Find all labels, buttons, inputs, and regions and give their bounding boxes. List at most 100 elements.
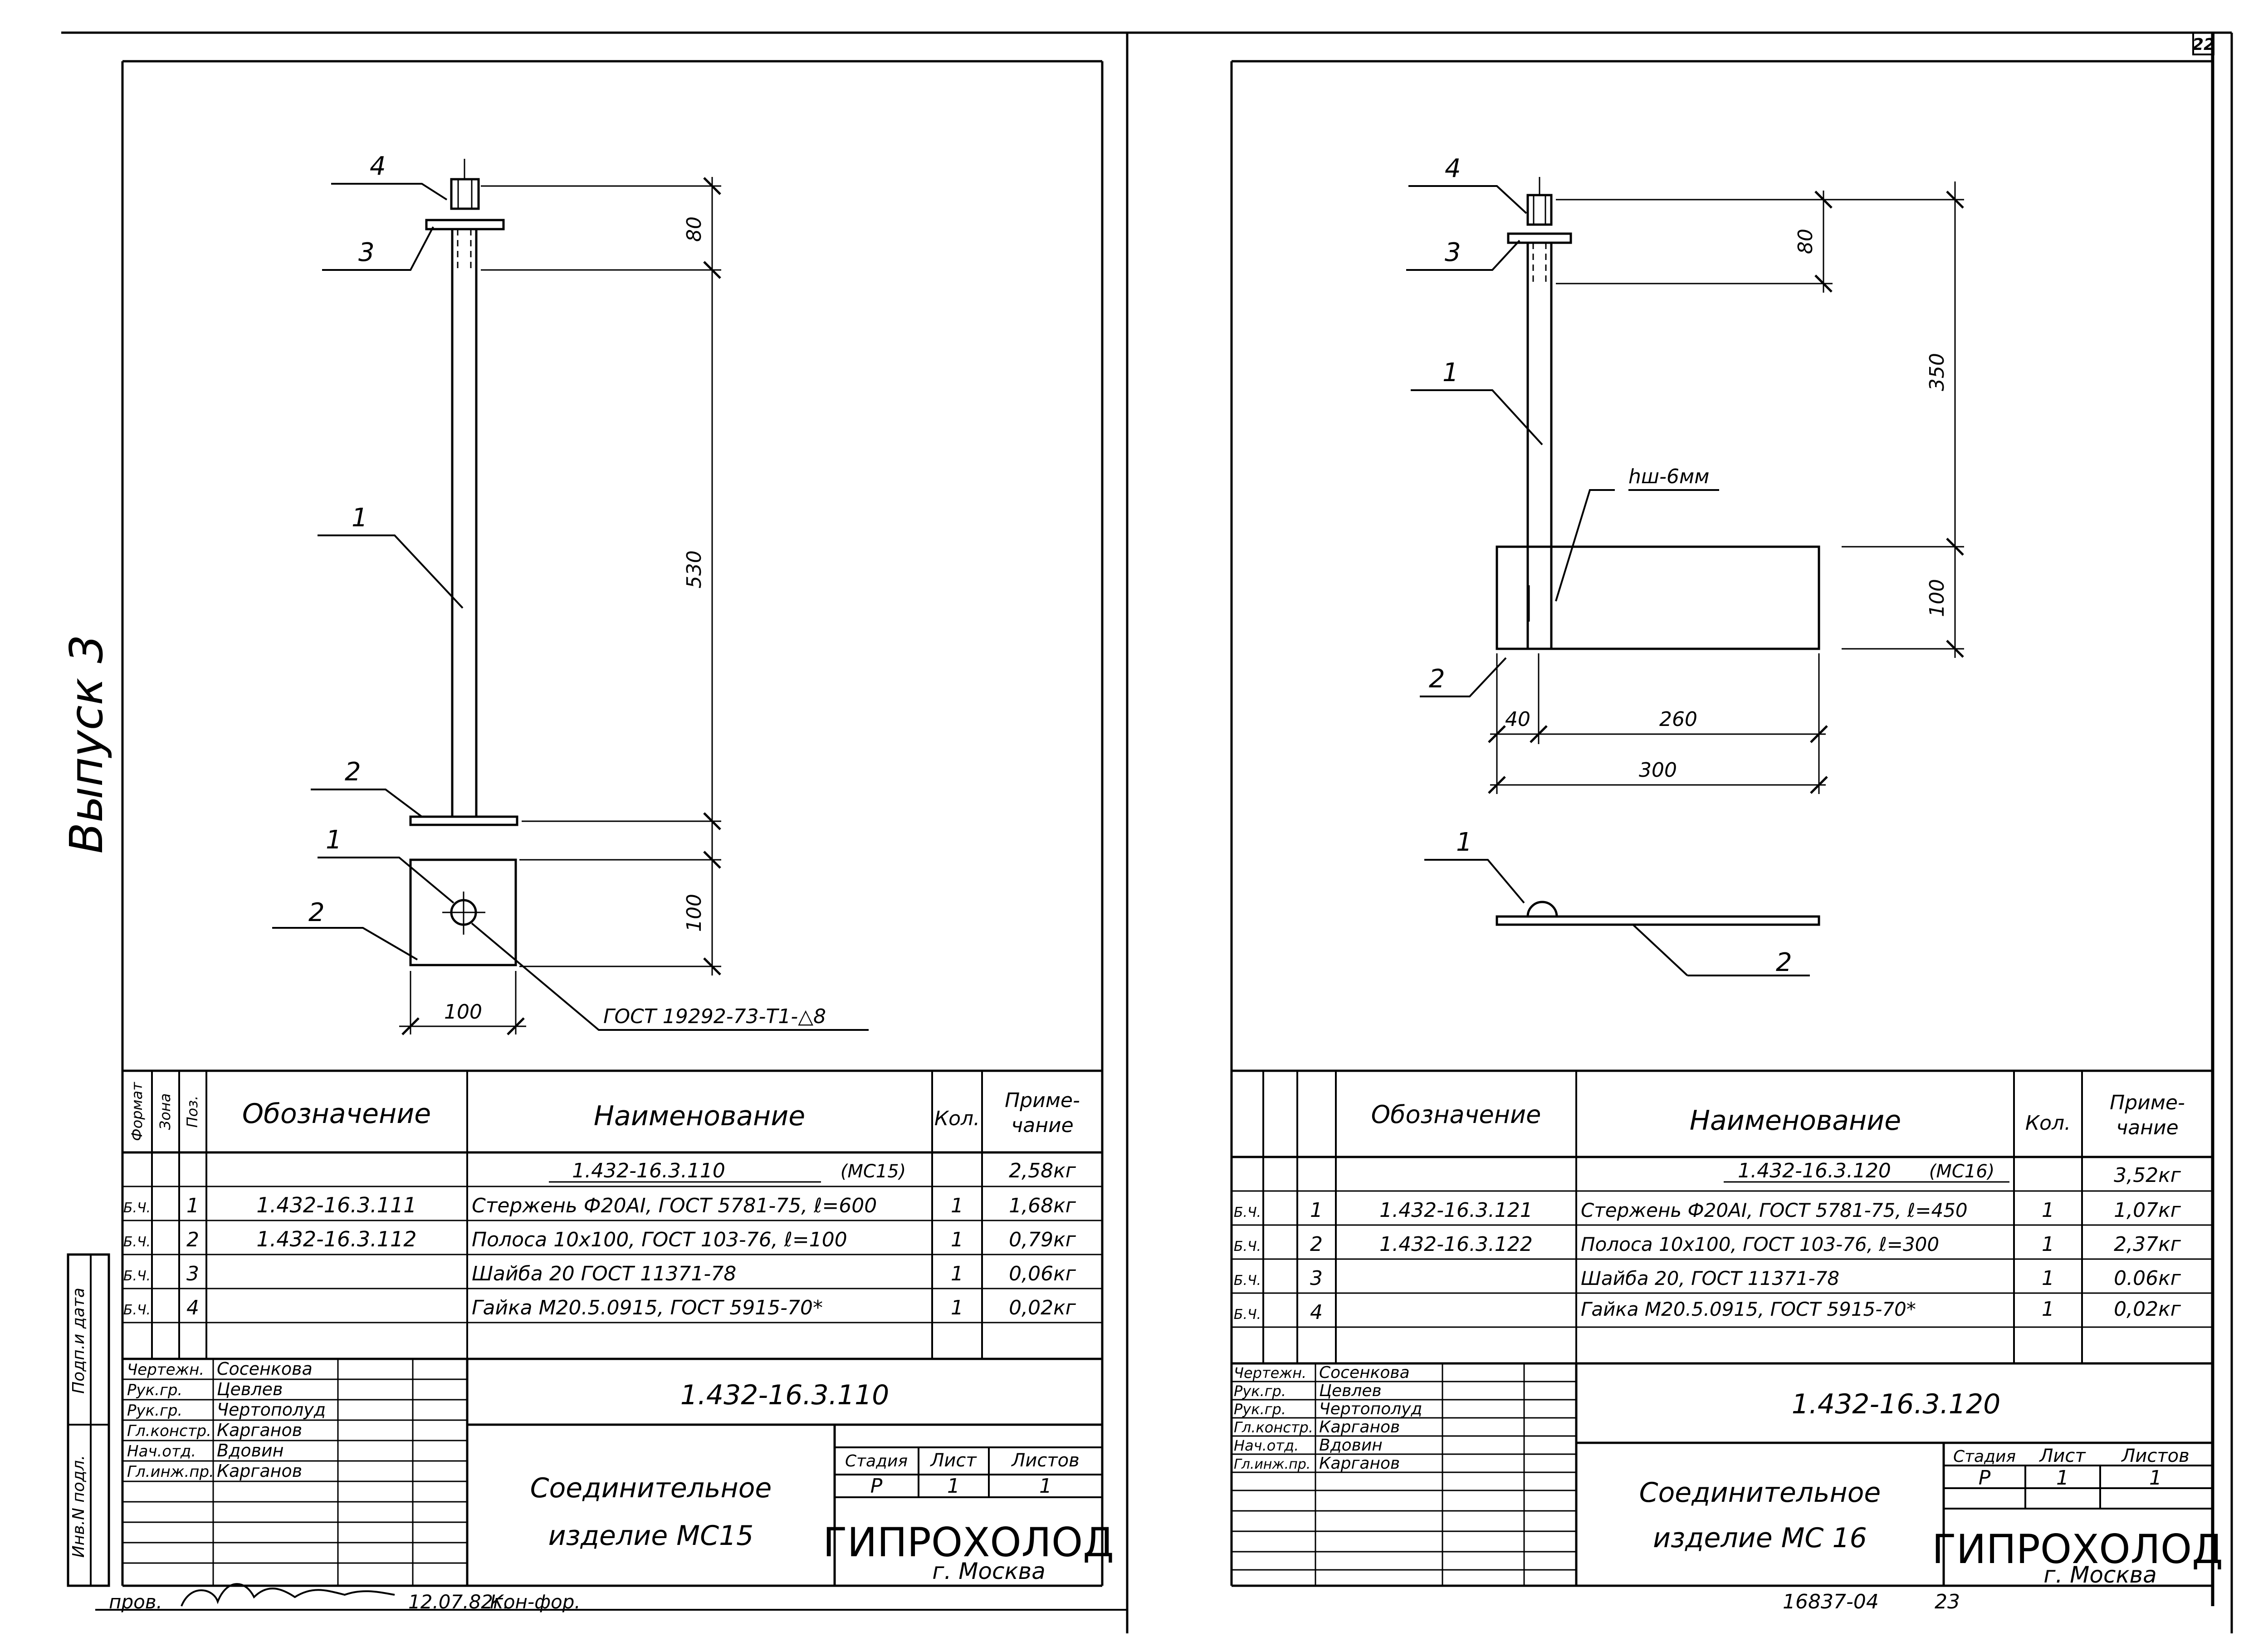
- sheets-header: Листов: [2121, 1446, 2189, 1466]
- svg-text:Карганов: Карганов: [1319, 1418, 1400, 1436]
- spec-header-ref: (МС15): [841, 1161, 906, 1182]
- spec-header-mass: 3,52кг: [2114, 1164, 2181, 1187]
- svg-text:4: 4: [1310, 1301, 1323, 1324]
- spec-row: Б.Ч. 2 1.432-16.3.112 Полоса 10x100, ГОС…: [123, 1227, 1076, 1251]
- city-name: г. Москва: [932, 1558, 1046, 1584]
- svg-text:1: 1: [2042, 1233, 2054, 1256]
- dim-offset: 40: [1505, 708, 1530, 731]
- spec-header-ref: (МС16): [1929, 1161, 1995, 1182]
- archive-number: 16837-04: [1783, 1590, 1879, 1613]
- svg-text:Гл.инж.пр.: Гл.инж.пр.: [1234, 1456, 1310, 1472]
- dim-remainder: 260: [1659, 708, 1697, 731]
- svg-text:1.432-16.3.112: 1.432-16.3.112: [256, 1227, 416, 1251]
- side-stamp-bottom-label: Инв.N подл.: [69, 1455, 88, 1558]
- svg-text:Цевлев: Цевлев: [1319, 1382, 1382, 1400]
- stage-value: Р: [870, 1475, 883, 1498]
- svg-text:Вдовин: Вдовин: [217, 1441, 284, 1461]
- spec-row: Б.Ч. 3 Шайба 20, ГОСТ 11371-78 1 0.06кг: [1234, 1267, 2181, 1290]
- svg-text:Полоса 10x100, ГОСТ 103-76, ℓ=: Полоса 10x100, ГОСТ 103-76, ℓ=300: [1581, 1233, 1939, 1255]
- label-pos-1: 1: [352, 503, 368, 533]
- svg-text:1: 1: [1310, 1199, 1323, 1222]
- dim-rod-length: 350: [1926, 353, 1949, 391]
- footer-prefix: пров.: [109, 1591, 162, 1613]
- sheet-header: Лист: [929, 1450, 977, 1471]
- spec-header-designation: 1.432-16.3.120: [1738, 1159, 1891, 1182]
- svg-text:Б.Ч.: Б.Ч.: [123, 1234, 151, 1250]
- svg-text:0,79кг: 0,79кг: [1009, 1228, 1076, 1251]
- title-line-1: Соединительное: [530, 1472, 772, 1504]
- dim-thread: 80: [683, 216, 706, 242]
- org-name: ГИПРОХОЛОД: [1932, 1526, 2223, 1573]
- label-plan-pos-2: 2: [1776, 948, 1792, 977]
- svg-text:2: 2: [186, 1228, 199, 1251]
- svg-text:Нач.отд.: Нач.отд.: [127, 1442, 196, 1461]
- svg-text:Б.Ч.: Б.Ч.: [1234, 1307, 1261, 1323]
- label-plan-pos-1: 1: [326, 825, 342, 855]
- doc-code: 1.432-16.3.120: [1792, 1388, 2001, 1420]
- svg-text:Шайба 20, ГОСТ 11371-78: Шайба 20, ГОСТ 11371-78: [1581, 1267, 1839, 1289]
- svg-text:Б.Ч.: Б.Ч.: [123, 1200, 151, 1216]
- sheet-header: Лист: [2038, 1446, 2086, 1466]
- title-block: [1232, 1363, 2213, 1586]
- staff-list: Чертежн. Сосенкова Рук.гр. Цевлев Рук.гр…: [1234, 1363, 1422, 1473]
- leaders: [272, 183, 869, 1031]
- dim-plate-length: 300: [1639, 759, 1677, 782]
- page-frame: [61, 31, 2233, 1633]
- svg-text:Б.Ч.: Б.Ч.: [1234, 1273, 1261, 1289]
- svg-text:Нач.отд.: Нач.отд.: [1234, 1437, 1299, 1454]
- label-pos-3: 3: [1445, 238, 1461, 267]
- spec-row: Б.Ч. 2 1.432-16.3.122 Полоса 10x100, ГОС…: [1234, 1233, 2181, 1256]
- label-pos-2: 2: [1429, 664, 1445, 694]
- header-qty: Кол.: [2025, 1112, 2071, 1135]
- side-stamp-top-label: Подп.и дата: [69, 1288, 88, 1394]
- dim-plate-height: 100: [1926, 579, 1949, 617]
- title-line-2: изделие МС15: [548, 1520, 754, 1552]
- header-format: Формат: [128, 1082, 146, 1141]
- title-line-2: изделие МС 16: [1653, 1522, 1867, 1554]
- sheets-header: Листов: [1011, 1450, 1079, 1471]
- dimensions: [399, 177, 721, 1035]
- series-label: Выпуск 3: [60, 635, 113, 854]
- svg-text:Чертополуд: Чертополуд: [1319, 1400, 1422, 1418]
- spec-row: Б.Ч. 4 Гайка М20.5.0915, ГОСТ 5915-70* 1…: [1234, 1298, 2181, 1324]
- footer-suffix: Кон-фор.: [490, 1591, 581, 1613]
- svg-text:Гайка М20.5.0915, ГОСТ 5915-70: Гайка М20.5.0915, ГОСТ 5915-70*: [1581, 1298, 1916, 1320]
- header-name: Наименование: [1690, 1105, 1901, 1137]
- sheets-value: 1: [1039, 1475, 1052, 1498]
- svg-text:Карганов: Карганов: [217, 1461, 302, 1481]
- spec-header-designation: 1.432-16.3.110: [572, 1159, 725, 1182]
- drawing-plan: [409, 858, 517, 966]
- stage-header: Стадия: [1953, 1447, 2016, 1466]
- svg-text:1: 1: [951, 1262, 963, 1285]
- title-block: [122, 1359, 1102, 1586]
- svg-text:2: 2: [1310, 1233, 1323, 1256]
- sheets-value: 1: [2149, 1466, 2162, 1490]
- svg-text:Чертежн.: Чертежн.: [1234, 1364, 1306, 1382]
- header-note-1: Приме-: [1005, 1089, 1080, 1112]
- dim-plate-side: 100: [683, 894, 706, 932]
- staff-list: Чертежн. Сосенкова Рук.гр. Цевлев Рук.гр…: [127, 1359, 326, 1481]
- svg-text:Чертополуд: Чертополуд: [217, 1400, 326, 1420]
- svg-text:Б.Ч.: Б.Ч.: [1234, 1239, 1261, 1255]
- doc-code: 1.432-16.3.110: [680, 1379, 890, 1411]
- drawing-elevation: [1496, 177, 1820, 650]
- dim-rod-length: 530: [683, 550, 706, 588]
- svg-text:Гайка М20.5.0915, ГОСТ 5915-70: Гайка М20.5.0915, ГОСТ 5915-70*: [472, 1296, 823, 1319]
- stage-header: Стадия: [845, 1452, 908, 1470]
- header-qty: Кол.: [934, 1107, 980, 1130]
- footer-date: 12.07.82г.: [408, 1591, 509, 1613]
- header-note-2: чание: [1011, 1114, 1073, 1137]
- svg-text:4: 4: [186, 1296, 199, 1319]
- svg-text:1: 1: [2042, 1298, 2054, 1321]
- svg-text:Гл.констр.: Гл.констр.: [127, 1422, 211, 1440]
- spec-row: Б.Ч. 3 Шайба 20 ГОСТ 11371-78 1 0,06кг: [123, 1262, 1076, 1285]
- svg-text:Гл.инж.пр.: Гл.инж.пр.: [127, 1463, 214, 1481]
- header-note-1: Приме-: [2110, 1091, 2185, 1114]
- label-plan-pos-1: 1: [1456, 828, 1472, 857]
- svg-text:0.06кг: 0.06кг: [2114, 1267, 2181, 1290]
- spec-table: [122, 1069, 1102, 1360]
- sheet-mc15: 4 3 1 2 1 2 80 530 100 100 ГОСТ 19292-73…: [121, 60, 1114, 1587]
- svg-text:0,02кг: 0,02кг: [2114, 1298, 2181, 1321]
- header-designation: Обозначение: [1371, 1100, 1541, 1129]
